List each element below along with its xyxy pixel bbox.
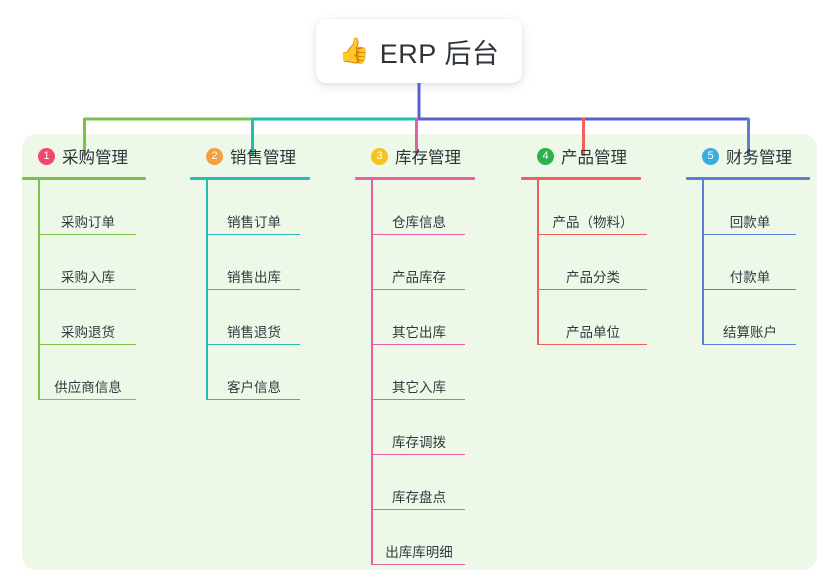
category-column-4: 4 产品管理产品（物料） 产品分类产品单位: [521, 143, 647, 345]
menu-item[interactable]: 结算账户: [704, 290, 796, 345]
menu-item-label: 产品单位: [566, 325, 620, 340]
category-underline: [190, 177, 310, 180]
menu-item[interactable]: 库存盘点: [373, 455, 465, 510]
category-items: 采购订单采购入库采购退货供应商信息: [38, 180, 136, 400]
menu-item[interactable]: 回款单: [704, 180, 796, 235]
category-number-badge: 4: [537, 147, 554, 165]
category-column-2: 2 销售管理销售订单销售出库销售退货客户信息: [190, 143, 316, 400]
menu-item[interactable]: 付款单: [704, 235, 796, 290]
menu-item[interactable]: 销售出库: [208, 235, 300, 290]
category-number-badge: 3: [371, 147, 388, 165]
category-items: 仓库信息产品库存其它出库其它入库库存调拨库存盘点出库库明细: [371, 180, 465, 565]
menu-item-label: 销售订单: [227, 215, 281, 230]
category-underline: [355, 177, 475, 180]
menu-item-label: 销售退货: [227, 325, 281, 340]
menu-item-label: 其它入库: [392, 380, 446, 395]
category-title: 销售管理: [230, 149, 296, 167]
category-column-1: 1 采购管理采购订单采购入库采购退货供应商信息: [22, 143, 152, 400]
menu-item-label: 采购订单: [61, 215, 115, 230]
category-title: 产品管理: [561, 149, 627, 167]
menu-item[interactable]: 客户信息: [208, 345, 300, 400]
menu-item[interactable]: 产品库存: [373, 235, 465, 290]
category-title: 财务管理: [726, 149, 792, 167]
menu-item-label: 回款单: [729, 215, 771, 230]
menu-item-label: 其它出库: [392, 325, 446, 340]
root-title-card[interactable]: 👍 ERP 后台: [316, 19, 522, 83]
menu-item-label: 库存调拨: [392, 435, 446, 450]
category-underline: [22, 177, 146, 180]
menu-item-label: 采购退货: [61, 325, 115, 340]
menu-item[interactable]: 库存调拨: [373, 400, 465, 455]
category-number-badge: 2: [206, 147, 223, 165]
page-title: ERP 后台: [379, 38, 500, 69]
menu-item[interactable]: 其它出库: [373, 290, 465, 345]
category-underline: [686, 177, 810, 180]
menu-item[interactable]: 采购退货: [40, 290, 136, 345]
category-items: 回款单付款单结算账户: [702, 180, 796, 345]
category-column-3: 3 库存管理仓库信息产品库存其它出库其它入库库存调拨库存盘点出库库明细: [355, 143, 481, 565]
menu-item[interactable]: 产品分类: [539, 235, 647, 290]
root-title-inner: 👍 ERP 后台: [339, 32, 500, 71]
category-underline: [521, 177, 641, 180]
category-header-4[interactable]: 4 产品管理: [521, 143, 647, 169]
menu-item-label: 付款单: [729, 270, 771, 285]
category-title: 采购管理: [62, 149, 128, 167]
menu-item-label: 客户信息: [227, 380, 281, 395]
thumbs-up-icon: 👍: [338, 36, 370, 65]
category-column-5: 5 财务管理回款单付款单结算账户: [686, 143, 816, 345]
menu-item-label: 结算账户: [723, 325, 777, 340]
menu-item[interactable]: 出库库明细: [373, 510, 465, 565]
menu-item-label: 仓库信息: [392, 215, 446, 230]
menu-item[interactable]: 供应商信息: [40, 345, 136, 400]
menu-item-label: 库存盘点: [392, 490, 446, 505]
category-header-1[interactable]: 1 采购管理: [22, 143, 152, 169]
menu-item-label: 产品分类: [566, 270, 620, 285]
category-items: 销售订单销售出库销售退货客户信息: [206, 180, 300, 400]
category-header-5[interactable]: 5 财务管理: [686, 143, 816, 169]
menu-item-label: 采购入库: [61, 270, 115, 285]
category-title: 库存管理: [395, 149, 461, 167]
menu-item-label: 产品库存: [392, 270, 446, 285]
menu-item-label: 产品（物料）: [552, 215, 634, 230]
menu-item-label: 销售出库: [227, 270, 281, 285]
menu-item[interactable]: 仓库信息: [373, 180, 465, 235]
category-header-2[interactable]: 2 销售管理: [190, 143, 316, 169]
menu-item[interactable]: 产品（物料）: [539, 180, 647, 235]
menu-item[interactable]: 销售退货: [208, 290, 300, 345]
menu-item[interactable]: 销售订单: [208, 180, 300, 235]
category-number-badge: 1: [38, 147, 55, 165]
category-number-badge: 5: [702, 147, 719, 165]
category-header-3[interactable]: 3 库存管理: [355, 143, 481, 169]
menu-item[interactable]: 采购订单: [40, 180, 136, 235]
diagram-panel: [22, 134, 817, 570]
menu-item-label: 供应商信息: [54, 380, 122, 395]
menu-item-label: 出库库明细: [385, 545, 453, 560]
menu-item[interactable]: 其它入库: [373, 345, 465, 400]
menu-item[interactable]: 采购入库: [40, 235, 136, 290]
menu-item[interactable]: 产品单位: [539, 290, 647, 345]
category-items: 产品（物料） 产品分类产品单位: [537, 180, 647, 345]
